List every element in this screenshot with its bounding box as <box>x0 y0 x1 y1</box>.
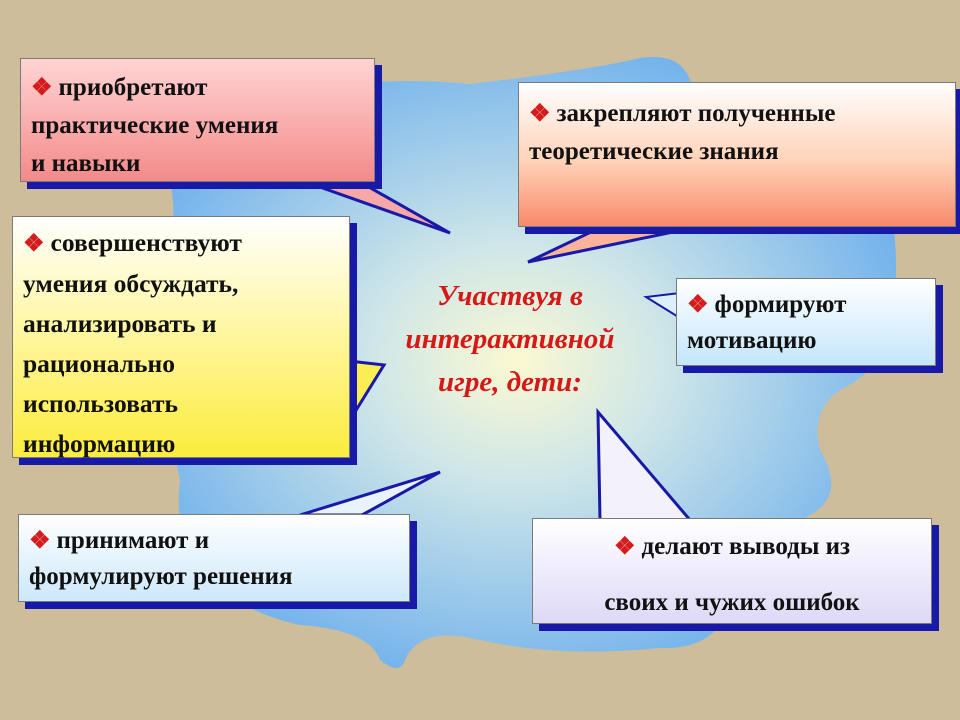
callout-decisions: ❖принимают и формулируют решения <box>18 514 410 602</box>
callout-theory-knowledge: ❖закрепляют полученные теоретические зна… <box>518 82 956 227</box>
callout-line: формируют <box>714 291 847 318</box>
center-line-3: игре, дети: <box>438 366 582 398</box>
callout-line: совершенствуют <box>50 228 242 257</box>
callout-practical-skills: ❖приобретают практические умения и навык… <box>20 58 375 182</box>
callout-line: информацию <box>23 429 176 458</box>
callout-line: теоретические знания <box>529 138 779 165</box>
callout-conclusions: ❖делают выводы из своих и чужих ошибок <box>532 518 932 624</box>
callout-line: приобретают <box>58 74 208 101</box>
center-heading: Участвуя в интерактивной игре, дети: <box>360 275 660 404</box>
callout-motivation: ❖формируют мотивацию <box>676 278 936 366</box>
diamond-bullet-icon: ❖ <box>613 534 636 560</box>
callout-improve-skills: ❖совершенствуют умения обсуждать, анализ… <box>12 216 350 458</box>
callout-line: формулируют решения <box>29 563 293 590</box>
diamond-bullet-icon: ❖ <box>23 231 45 257</box>
callout-line: умения обсуждать, <box>23 269 239 298</box>
callout-line: рационально <box>23 349 175 378</box>
callout-line: своих и чужих ошибок <box>604 589 860 616</box>
callout-line: делают выводы из <box>641 533 851 560</box>
callout-line: использовать <box>23 389 178 418</box>
callout-line: закрепляют полученные <box>556 100 836 127</box>
callout-line: и навыки <box>31 150 141 177</box>
diamond-bullet-icon: ❖ <box>29 528 51 554</box>
callout-line: практические умения <box>31 112 279 139</box>
center-line-1: Участвуя в <box>437 280 583 312</box>
diamond-bullet-icon: ❖ <box>529 101 551 127</box>
callout-line: принимают и <box>56 527 210 554</box>
center-line-2: интерактивной <box>405 323 615 355</box>
callout-line: анализировать и <box>23 309 217 338</box>
diamond-bullet-icon: ❖ <box>31 75 53 101</box>
callout-line: мотивацию <box>687 327 817 354</box>
diamond-bullet-icon: ❖ <box>687 292 709 318</box>
